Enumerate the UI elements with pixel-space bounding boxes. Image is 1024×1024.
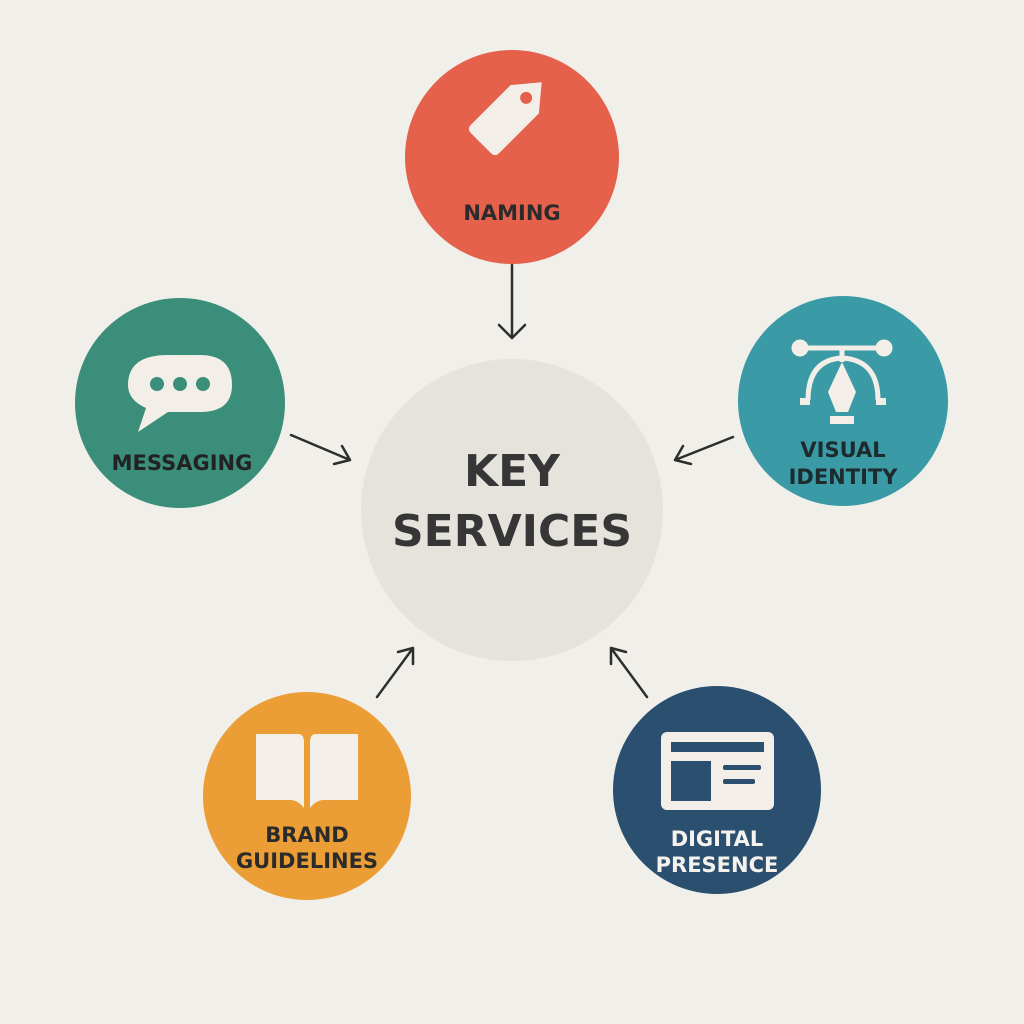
webpage-icon <box>661 732 774 810</box>
tag-icon <box>468 82 542 156</box>
book-icon <box>256 734 358 808</box>
pen-tool-icon <box>791 339 893 424</box>
center-title-line1: KEY <box>464 446 561 497</box>
arrow-naming <box>497 263 527 340</box>
arrow-visual-identity <box>673 435 735 466</box>
center-title-line2: SERVICES <box>392 506 632 557</box>
center-node: KEY SERVICES <box>361 359 663 661</box>
digital-presence-label-line2: PRESENCE <box>656 853 779 877</box>
arrow-messaging <box>289 433 352 466</box>
brand-guidelines-label-line1: BRAND <box>265 823 348 847</box>
digital-presence-label-line1: DIGITAL <box>671 827 764 851</box>
service-visual-identity: VISUAL IDENTITY <box>738 296 948 506</box>
arrow-digital-presence <box>609 646 649 699</box>
speech-bubble-icon <box>128 355 232 432</box>
service-digital-presence: DIGITAL PRESENCE <box>613 686 821 894</box>
visual-identity-label-line2: IDENTITY <box>789 465 899 489</box>
visual-identity-label-line1: VISUAL <box>800 438 885 462</box>
service-naming: NAMING <box>405 50 619 264</box>
naming-label: NAMING <box>463 201 560 225</box>
service-brand-guidelines: BRAND GUIDELINES <box>203 692 411 900</box>
arrow-brand-guidelines <box>375 646 415 699</box>
brand-guidelines-label-line2: GUIDELINES <box>236 849 378 873</box>
service-messaging: MESSAGING <box>75 298 285 508</box>
messaging-label: MESSAGING <box>112 451 253 475</box>
